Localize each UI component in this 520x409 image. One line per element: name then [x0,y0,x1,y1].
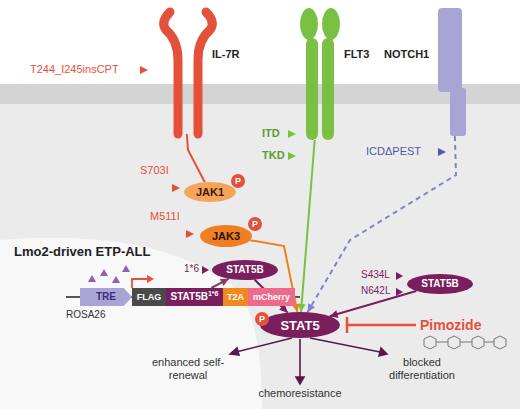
annotation-label: 1*6 [184,263,199,275]
node-text: TRE [96,292,116,302]
reporter-box: mCherry [248,288,295,306]
node-text: P [235,177,241,186]
inhibition-line [347,317,416,333]
annotation-label: ICDΔPEST [366,145,421,158]
annotation-label: T244_I245insCPT [30,63,119,76]
node-text: P [252,220,258,229]
annotation-label: TKD [262,149,285,162]
node-text: STAT5B [226,265,263,275]
phospho-circle: P [255,312,269,326]
protein-oval: STAT5 [260,312,340,338]
flt3-receptor [300,8,340,140]
annotation-label: ROSA26 [66,309,105,321]
cytoplasm [0,104,520,409]
phospho-circle: P [248,217,262,231]
node-text: mCherry [253,293,290,302]
node-text: T2A [227,293,244,302]
gene-box: STAT5B1*6 [166,288,223,306]
signal-connector [211,279,228,288]
receptor: IL-7R [158,6,206,134]
allele-superscript: 1*6 [208,290,219,297]
node-text: STAT5B [421,279,458,289]
kinase-oval: JAK1 [184,182,236,202]
promoter-arrow: TRE [80,288,132,306]
protein-oval: STAT5B [212,260,278,280]
annotation-label: Pimozide [420,317,481,333]
annotation-label: chemoresistance [245,387,355,400]
signal-connector [187,134,205,182]
mutation-arrows [140,66,446,296]
protein-oval: STAT5B [407,274,473,294]
notch1-receptor [438,8,466,136]
node-text: JAK3 [212,231,240,242]
annotation-label: S434L [361,269,390,281]
receptor-label: NOTCH1 [384,48,429,60]
phospho-circle: P [231,174,245,188]
receptor-label: IL-7R [212,48,240,60]
annotation-label: enhanced self-renewal [142,356,234,381]
kinase-oval: JAK3 [200,225,252,247]
node-text: STAT5B [171,292,208,302]
receptor-label: FLT3 [344,48,369,60]
annotation-label: N642L [361,285,390,297]
il7r-receptor [164,12,213,134]
doxycycline-triangles [88,265,130,283]
annotation-label: M511I [150,210,180,223]
node-text: JAK1 [196,187,224,198]
pimozide-structure [424,336,506,349]
signal-connector [298,140,315,312]
annotation-label: ITD [262,127,280,140]
transcription-arrowhead [147,275,154,283]
node-text: P [259,315,265,324]
node-text: STAT5 [280,319,319,332]
annotation-label: blocked differentiation [370,356,474,381]
outcome-arrows [230,338,387,384]
receptor: FLT3 [300,6,340,140]
receptor: NOTCH1 [436,6,470,136]
transcription-arrow [132,279,148,288]
node-text: FLAG [137,293,162,302]
tag-box: FLAG [132,288,166,306]
annotation-label: S703I [140,164,169,177]
linker-box: T2A [223,288,248,306]
annotation-label: Lmo2-driven ETP-ALL [14,245,151,260]
